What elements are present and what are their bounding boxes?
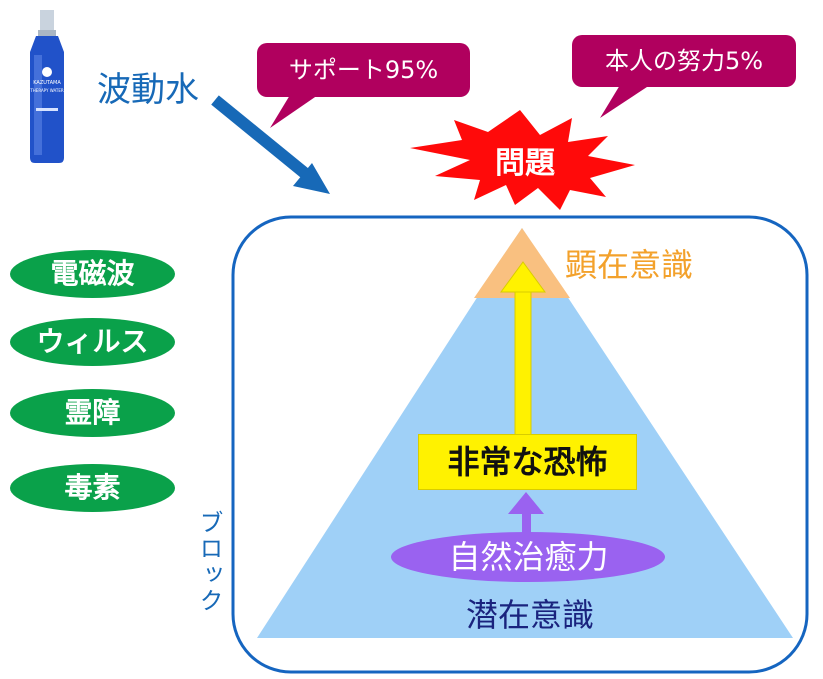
subconscious-label: 潜在意識 [465, 596, 594, 634]
yellow-arrow-icon [500, 261, 546, 437]
blue-arrow-icon [211, 95, 330, 194]
purple-arrow-icon [508, 492, 544, 538]
hado-water-label: 波動水 [97, 70, 199, 110]
problem-burst [410, 110, 635, 210]
support-bubble [257, 43, 470, 128]
effort-bubble [572, 35, 796, 118]
water-bottle-icon [30, 10, 64, 163]
pill-toxin: 毒素 [10, 464, 175, 512]
problem-label: 問題 [495, 146, 555, 181]
bottle-product: THERAPY WATER [30, 88, 64, 93]
pill-electromagnetic: 電磁波 [10, 250, 175, 298]
subconscious-frame [231, 215, 809, 674]
support-label: サポート95% [288, 56, 439, 84]
fear-box: 非常な恐怖 [418, 434, 637, 490]
pill-virus: ウィルス [10, 318, 175, 366]
healing-label: 自然治癒力 [448, 538, 609, 576]
block-label: ブロック [195, 510, 223, 614]
healing-ellipse [391, 532, 665, 582]
pill-spiritual: 霊障 [10, 389, 175, 437]
effort-label: 本人の努力5% [604, 47, 764, 75]
bottle-brand: KAZUTAMA [33, 80, 61, 86]
explicit-consciousness-label: 顕在意識 [565, 246, 694, 284]
